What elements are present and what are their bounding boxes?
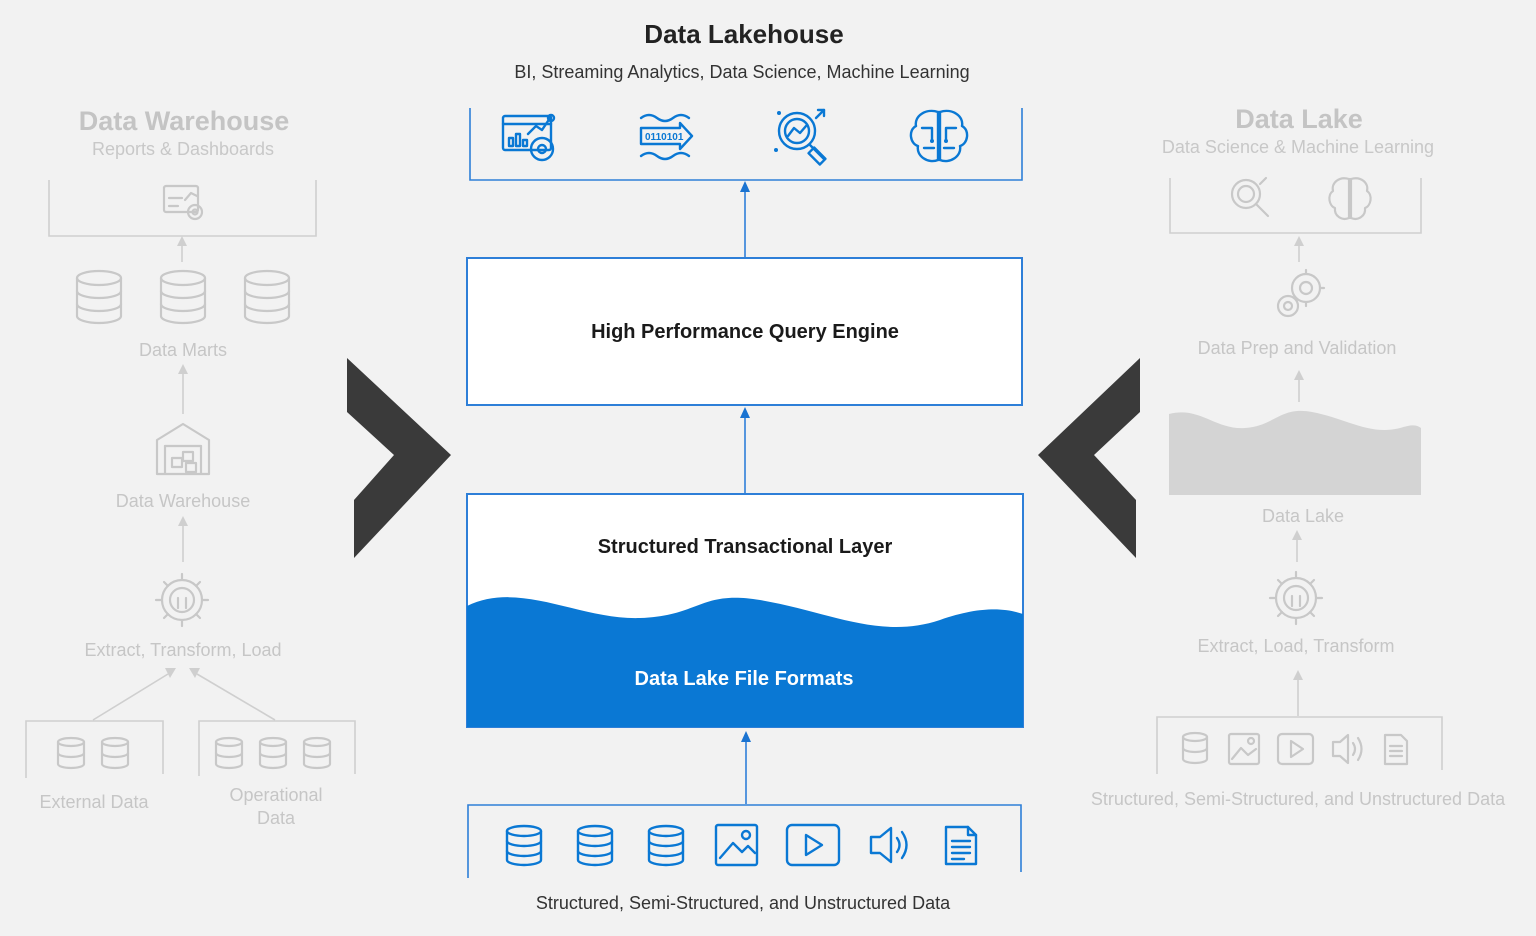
prep-label: Data Prep and Validation bbox=[1198, 338, 1397, 358]
external-database-icon bbox=[56, 736, 86, 770]
operational-data-label: Data bbox=[257, 808, 296, 828]
etl-gear-icon bbox=[154, 572, 210, 628]
image-icon bbox=[714, 823, 759, 867]
elt-label: Extract, Load, Transform bbox=[1197, 636, 1394, 656]
warehouse-column: Data Warehouse Reports & Dashboards bbox=[25, 106, 356, 828]
lakehouse-title: Data Lakehouse bbox=[644, 19, 843, 49]
data-marts-label: Data Marts bbox=[139, 340, 227, 360]
streaming-binary-icon: 0110101 bbox=[639, 113, 694, 161]
operational-data-label: Operational bbox=[229, 785, 322, 805]
reports-bracket bbox=[48, 180, 317, 237]
lake-sources-label: Structured, Semi-Structured, and Unstruc… bbox=[1091, 789, 1506, 809]
data-mart-database-icon bbox=[159, 269, 207, 325]
lakehouse-sources-label: Structured, Semi-Structured, and Unstruc… bbox=[536, 893, 951, 913]
lake-column: Data Lake Data Science & Machine Learnin… bbox=[1091, 104, 1506, 809]
operational-data-bracket bbox=[198, 720, 356, 776]
external-database-icon bbox=[100, 736, 130, 770]
faded-magnifier-icon bbox=[1230, 176, 1270, 218]
faded-video-icon bbox=[1276, 732, 1315, 766]
video-play-icon bbox=[785, 823, 841, 867]
audio-speaker-icon bbox=[869, 826, 908, 864]
dashboard-icon bbox=[162, 184, 204, 221]
elt-gear-icon bbox=[1268, 570, 1324, 626]
faded-brain-icon bbox=[1328, 177, 1372, 220]
faded-image-icon bbox=[1227, 732, 1261, 766]
lakehouse-column: Data Lakehouse BI, Streaming Analytics, … bbox=[466, 19, 1024, 913]
database-icon bbox=[576, 824, 614, 867]
external-data-label: External Data bbox=[39, 792, 149, 812]
faded-gears-icon bbox=[1276, 268, 1326, 318]
lakehouse-subtitle: BI, Streaming Analytics, Data Science, M… bbox=[514, 62, 969, 82]
consumers-bracket bbox=[469, 108, 1023, 181]
data-lake-shape bbox=[1169, 410, 1421, 495]
warehouse-title: Data Warehouse bbox=[79, 106, 290, 136]
left-chevron-icon bbox=[1038, 358, 1140, 558]
svg-text:0110101: 0110101 bbox=[645, 132, 684, 143]
operational-database-icon bbox=[258, 736, 288, 770]
sources-bracket bbox=[467, 804, 1022, 878]
machine-learning-brain-icon bbox=[909, 109, 969, 163]
ml-bracket bbox=[1169, 178, 1422, 234]
bi-dashboard-icon bbox=[501, 113, 556, 162]
lake-sources-bracket bbox=[1156, 716, 1443, 774]
data-mart-database-icon bbox=[75, 269, 123, 325]
operational-database-icon bbox=[302, 736, 332, 770]
lake-subtitle: Data Science & Machine Learning bbox=[1162, 137, 1434, 157]
data-science-magnifier-icon bbox=[774, 108, 827, 166]
lake-title: Data Lake bbox=[1235, 104, 1363, 134]
warehouse-subtitle: Reports & Dashboards bbox=[92, 139, 274, 159]
data-mart-database-icon bbox=[243, 269, 291, 325]
transactional-layer-label: Structured Transactional Layer bbox=[598, 536, 893, 558]
query-engine-label: High Performance Query Engine bbox=[591, 321, 899, 343]
etl-label: Extract, Transform, Load bbox=[84, 640, 281, 660]
file-formats-label: Data Lake File Formats bbox=[635, 668, 854, 690]
operational-database-icon bbox=[214, 736, 244, 770]
query-engine-box bbox=[466, 257, 1023, 406]
faded-audio-icon bbox=[1331, 733, 1363, 765]
data-lake-label: Data Lake bbox=[1262, 506, 1344, 526]
data-warehouse-label: Data Warehouse bbox=[116, 491, 250, 511]
faded-database-icon bbox=[1181, 731, 1209, 765]
warehouse-building-icon bbox=[155, 422, 211, 476]
document-icon bbox=[944, 825, 978, 866]
right-chevron-icon bbox=[347, 358, 451, 558]
external-data-bracket bbox=[25, 720, 164, 778]
data-lake-wave bbox=[467, 597, 1023, 727]
database-icon bbox=[505, 824, 543, 867]
faded-document-icon bbox=[1383, 733, 1409, 766]
database-icon bbox=[647, 824, 685, 867]
